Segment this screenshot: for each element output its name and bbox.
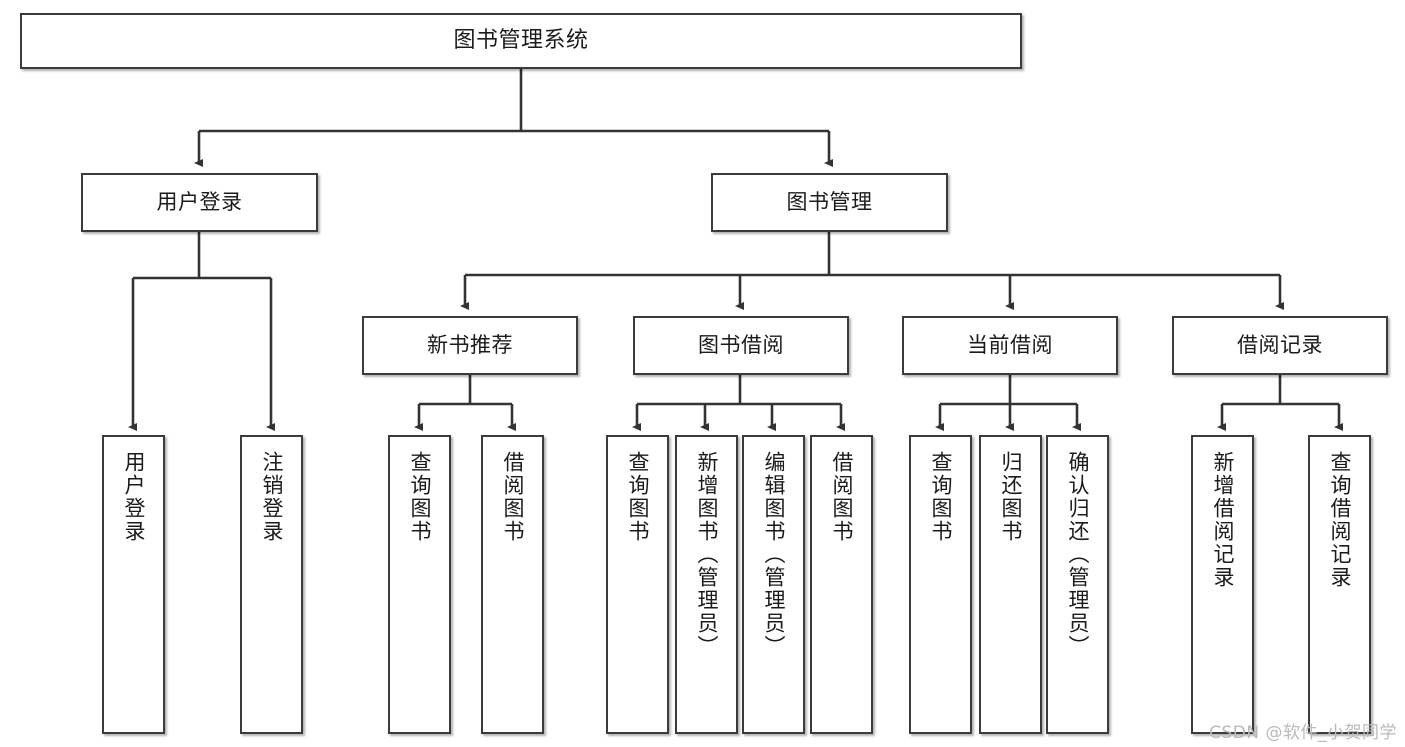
node-label: 用户登录: [156, 190, 243, 215]
node-label: 查询借阅记录: [1328, 451, 1352, 589]
node-label: 借阅图书: [501, 451, 525, 543]
node-book-management[interactable]: 图书管理: [711, 173, 948, 232]
leaf-borrow-record-add[interactable]: 新增借阅记录: [1191, 435, 1254, 734]
leaf-new-book-borrow[interactable]: 借阅图书: [481, 435, 544, 734]
node-new-book-recommend[interactable]: 新书推荐: [362, 316, 578, 375]
leaf-new-book-query[interactable]: 查询图书: [388, 435, 451, 734]
node-label: 归还图书: [999, 451, 1023, 543]
leaf-user-login-logout[interactable]: 注销登录: [240, 435, 303, 734]
leaf-current-borrow-confirm-return[interactable]: 确认归还（管理员）: [1046, 435, 1109, 734]
node-label: 借阅图书: [830, 451, 854, 543]
node-label: 新书推荐: [427, 333, 513, 358]
node-label: 编辑图书（管理员）: [762, 451, 786, 658]
node-label: 注销登录: [260, 451, 284, 543]
node-label: 图书管理: [786, 190, 873, 215]
leaf-borrow-record-query[interactable]: 查询借阅记录: [1308, 435, 1371, 734]
leaf-book-borrow-query[interactable]: 查询图书: [606, 435, 669, 734]
node-borrow-record[interactable]: 借阅记录: [1172, 316, 1388, 375]
node-label: 新增借阅记录: [1211, 451, 1235, 589]
leaf-book-borrow-borrow[interactable]: 借阅图书: [810, 435, 873, 734]
node-label: 确认归还（管理员）: [1066, 451, 1090, 658]
leaf-book-borrow-add[interactable]: 新增图书（管理员）: [675, 435, 738, 734]
node-label: 查询图书: [929, 451, 953, 543]
node-root-book-management-system[interactable]: 图书管理系统: [20, 13, 1022, 69]
leaf-user-login-login[interactable]: 用户登录: [102, 435, 165, 734]
node-label: 借阅记录: [1237, 333, 1323, 358]
node-label: 当前借阅: [967, 333, 1053, 358]
node-user-login[interactable]: 用户登录: [81, 173, 318, 232]
leaf-book-borrow-edit[interactable]: 编辑图书（管理员）: [742, 435, 805, 734]
leaf-current-borrow-query[interactable]: 查询图书: [909, 435, 972, 734]
node-label: 用户登录: [122, 451, 146, 543]
node-label: 新增图书（管理员）: [695, 451, 719, 658]
node-book-borrow[interactable]: 图书借阅: [633, 316, 849, 375]
node-label: 图书管理系统: [453, 28, 589, 54]
node-label: 查询图书: [626, 451, 650, 543]
watermark: CSDN @软件_小贺同学: [1209, 723, 1397, 743]
node-label: 查询图书: [408, 451, 432, 543]
node-label: 图书借阅: [698, 333, 784, 358]
leaf-current-borrow-return[interactable]: 归还图书: [979, 435, 1042, 734]
node-current-borrow[interactable]: 当前借阅: [902, 316, 1118, 375]
